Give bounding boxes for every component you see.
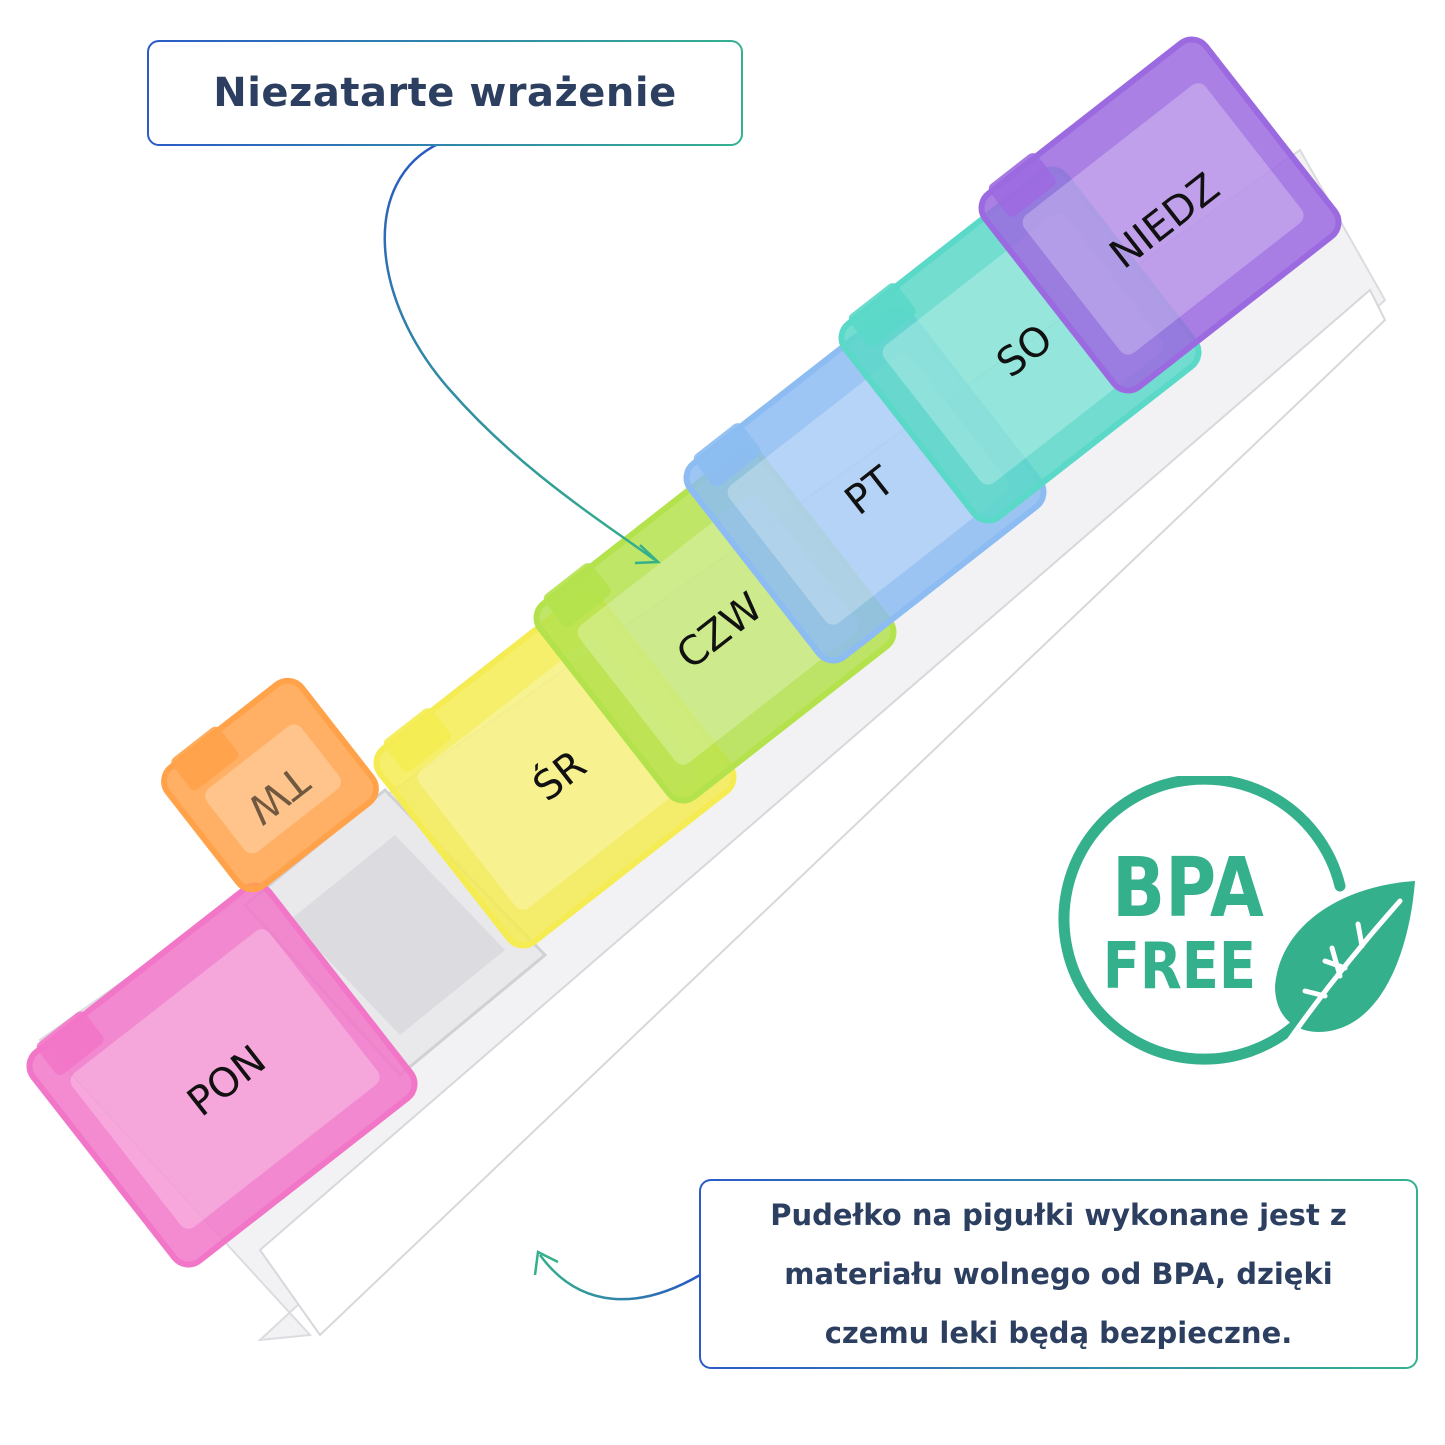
badge-line-free: FREE	[1103, 930, 1256, 1004]
lid-tab	[171, 726, 239, 791]
leaf-vein-icon	[1282, 898, 1403, 1049]
lid-tab	[36, 1011, 104, 1075]
lid-wt[interactable]: WT	[153, 669, 383, 897]
bottom-callout-body: Pudełko na pigułki wykonane jest z mater…	[701, 1181, 1416, 1367]
bpa-free-badge: BPA FREE	[1058, 776, 1415, 1065]
badge-line-bpa: BPA	[1112, 839, 1264, 935]
bottom-callout-line-2: materiału wolnego od BPA, dzięki	[784, 1256, 1333, 1291]
badge-circle	[1058, 776, 1346, 1065]
lid-pon[interactable]: PON	[19, 874, 422, 1272]
lid-tab	[693, 423, 761, 487]
bottom-callout-line-3: czemu leki będą bezpieczne.	[824, 1315, 1293, 1350]
lid-tab	[848, 283, 916, 347]
top-callout-text: Niezatarte wrażenie	[149, 42, 741, 144]
lid-tab	[383, 708, 451, 772]
bottom-arrow-head	[533, 1250, 559, 1276]
lid-niedz[interactable]: NIEDZ	[971, 28, 1346, 398]
top-callout-arrow	[383, 141, 656, 562]
bottom-callout-arrow	[538, 1254, 701, 1301]
lid-highlight	[1022, 83, 1304, 355]
lid-body	[26, 882, 418, 1268]
top-arrow-head	[634, 544, 662, 565]
leaf-icon	[1275, 881, 1415, 1032]
lid-tab	[543, 563, 611, 627]
lid-body	[978, 36, 1342, 394]
lid-tab	[988, 153, 1056, 217]
lid-highlight	[70, 929, 380, 1229]
lid-highlight	[205, 724, 341, 854]
bottom-callout: Pudełko na pigułki wykonane jest z mater…	[699, 1179, 1418, 1369]
top-callout: Niezatarte wrażenie	[147, 40, 743, 146]
bottom-callout-line-1: Pudełko na pigułki wykonane jest z	[770, 1197, 1347, 1232]
